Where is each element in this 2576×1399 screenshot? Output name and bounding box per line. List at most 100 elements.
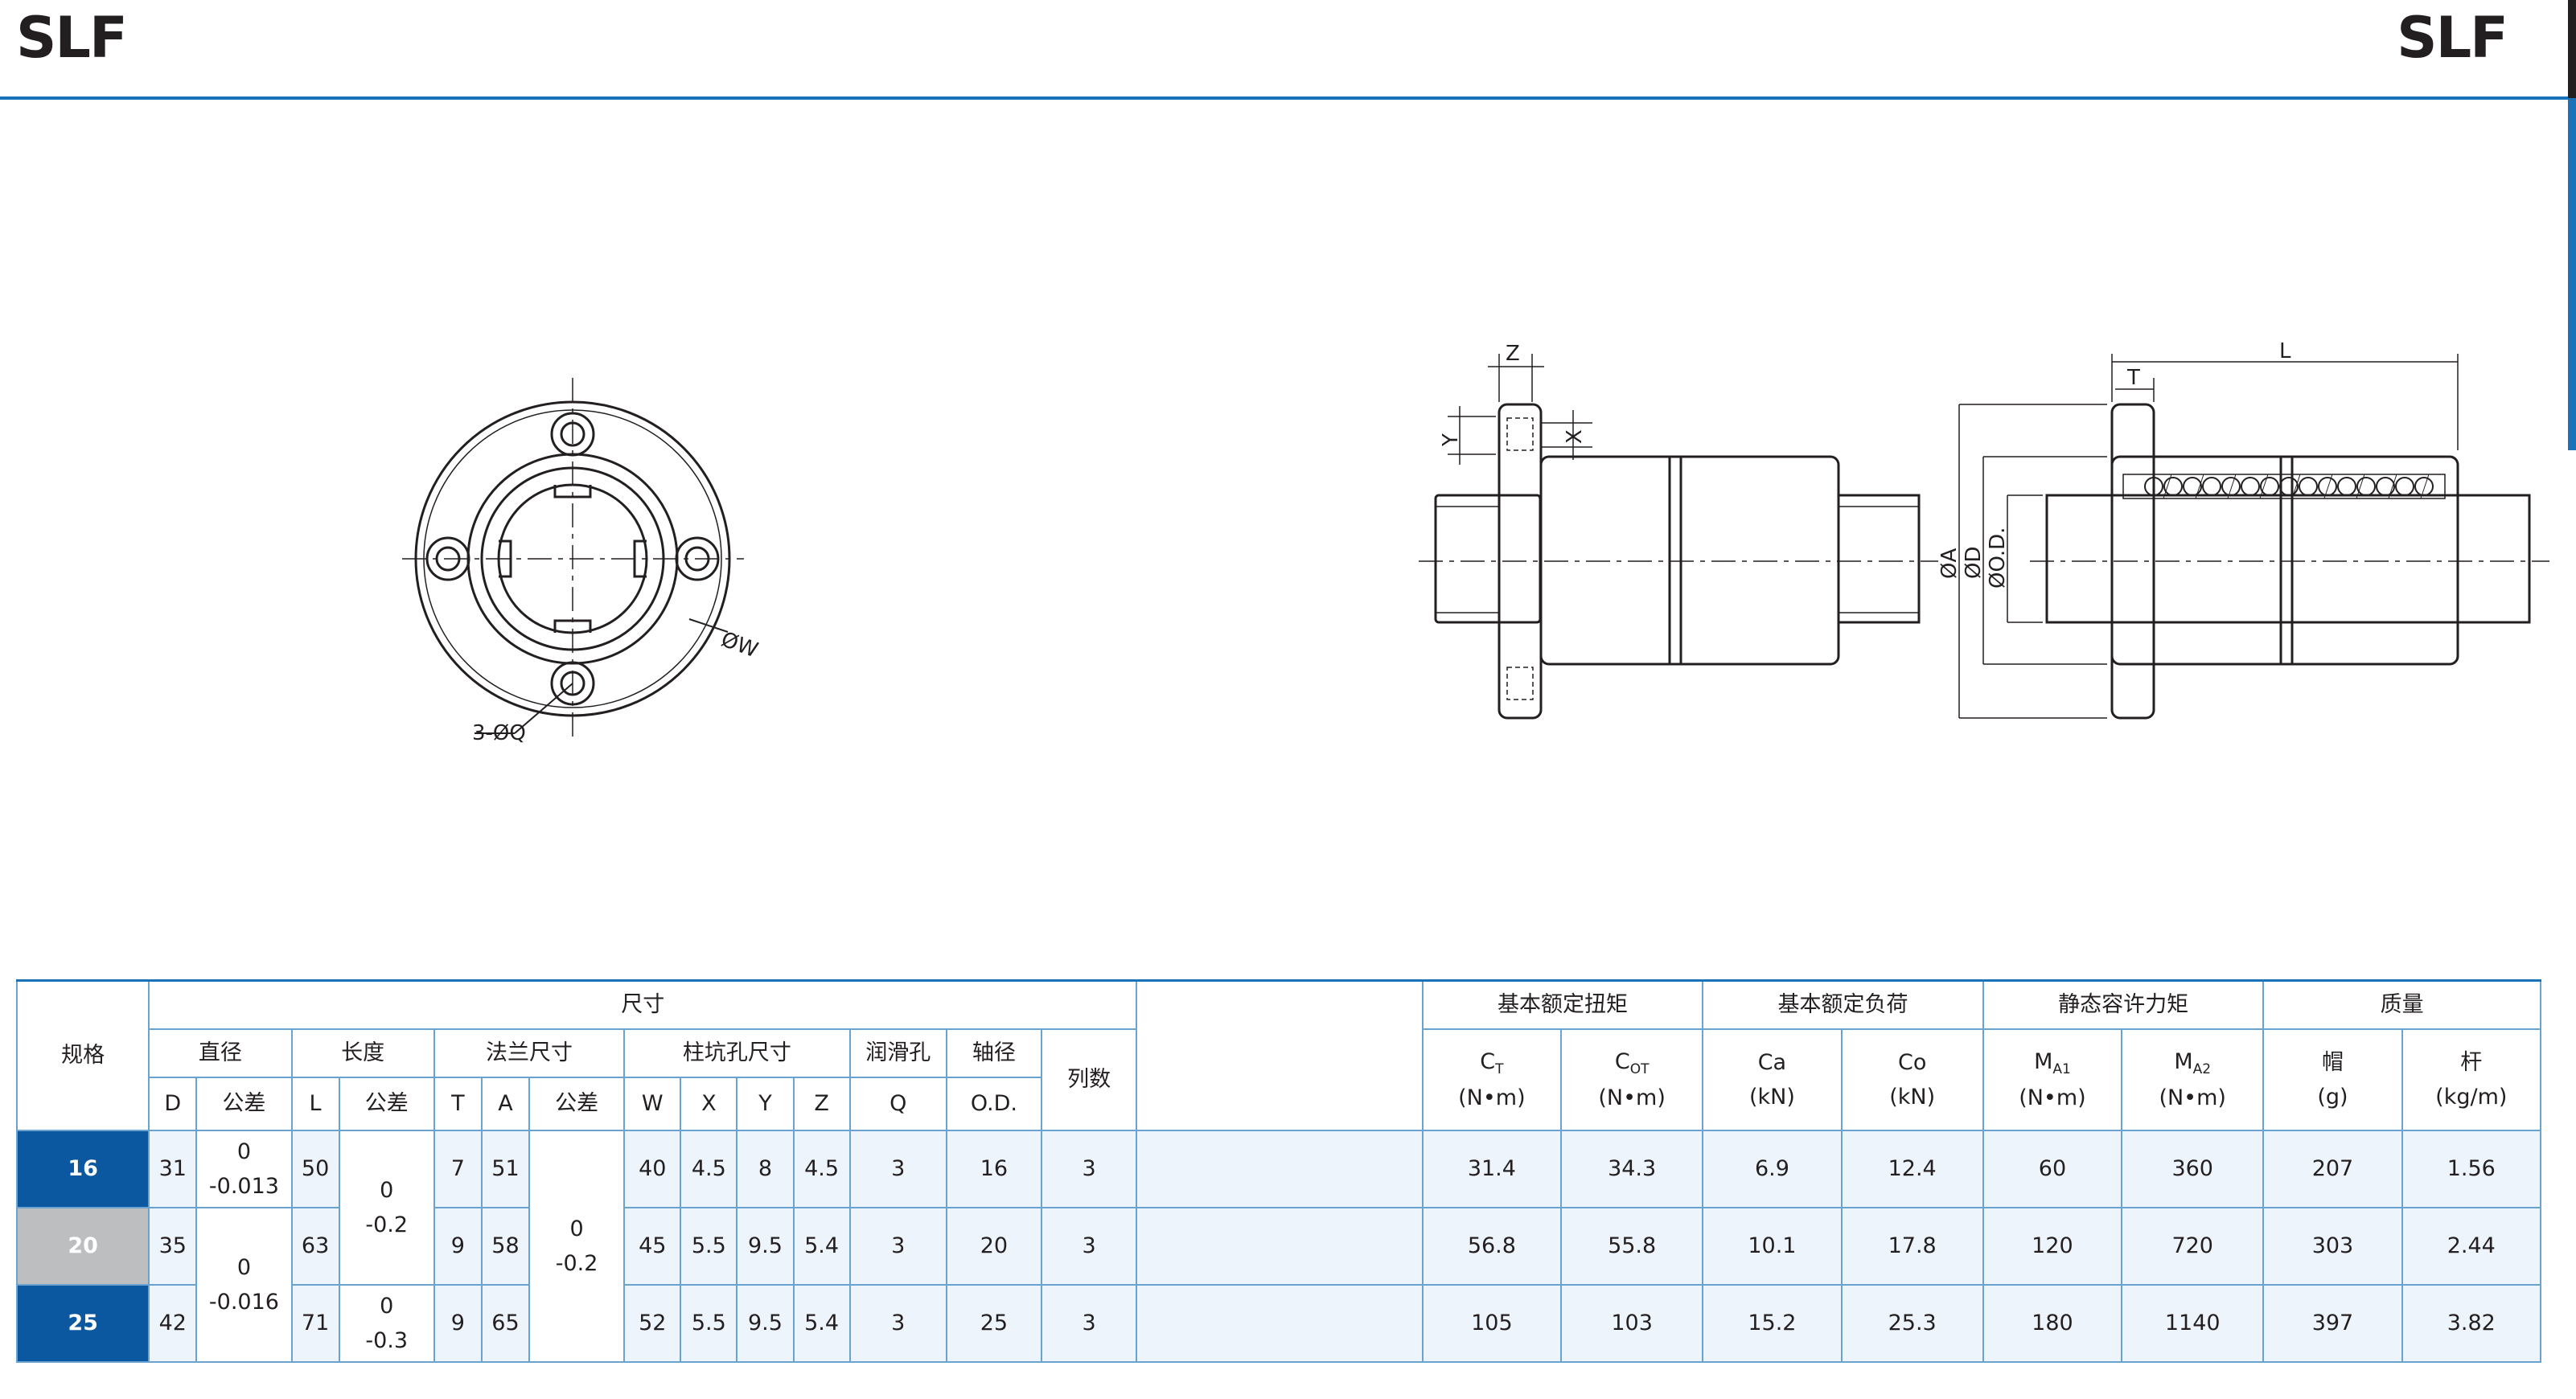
cell-cap: 303 bbox=[2262, 1207, 2403, 1286]
spec-table: 规格 尺寸 基本额定扭矩 基本额定负荷 静态容许力矩 质量 直径 长度 法兰尺寸… bbox=[15, 979, 2542, 1363]
cell-ct: 105 bbox=[1421, 1284, 1563, 1363]
cell-co: 25.3 bbox=[1840, 1284, 1984, 1363]
table-row: 16 31 0-0.013 50 0-0.2 7 51 0-0.2 40 4.5… bbox=[15, 1130, 2542, 1363]
cell-d-tol: 0-0.016 bbox=[195, 1207, 293, 1363]
cell-ct: 56.8 bbox=[1421, 1207, 1563, 1286]
cell-od: 20 bbox=[945, 1207, 1043, 1286]
col-d: D bbox=[148, 1077, 198, 1131]
cell-ma2: 1140 bbox=[2121, 1284, 2265, 1363]
header-diameter: 直径 bbox=[148, 1028, 293, 1078]
side-label-x: X bbox=[1563, 429, 1587, 444]
cell-ma1: 120 bbox=[1982, 1207, 2123, 1286]
header-lube: 润滑孔 bbox=[848, 1028, 947, 1078]
header-rule bbox=[0, 96, 2576, 100]
cell-l: 50 bbox=[290, 1130, 340, 1208]
cell-z: 4.5 bbox=[792, 1130, 851, 1208]
cell-rows: 3 bbox=[1040, 1284, 1138, 1363]
cell-a: 65 bbox=[480, 1284, 531, 1363]
col-q: Q bbox=[848, 1077, 947, 1131]
section-label-od: ØO.D. bbox=[1986, 527, 2010, 589]
header-cap: 帽(g) bbox=[2262, 1028, 2403, 1131]
cell-ca: 15.2 bbox=[1702, 1284, 1843, 1363]
col-l: L bbox=[290, 1077, 340, 1131]
cell-l: 63 bbox=[290, 1207, 340, 1286]
col-x: X bbox=[680, 1077, 738, 1131]
cell-l-tol: 0-0.2 bbox=[338, 1130, 435, 1286]
col-w: W bbox=[623, 1077, 682, 1131]
header-co: Co(kN) bbox=[1840, 1028, 1984, 1131]
header-shaft: 轴径 bbox=[945, 1028, 1043, 1078]
cell-blank bbox=[1136, 1130, 1424, 1208]
header-moment: 静态容许力矩 bbox=[1982, 979, 2265, 1030]
cell-blank bbox=[1136, 1284, 1424, 1363]
cell-co: 12.4 bbox=[1840, 1130, 1984, 1208]
cell-cot: 103 bbox=[1560, 1284, 1704, 1363]
col-od: O.D. bbox=[945, 1077, 1043, 1131]
header-blank bbox=[1136, 979, 1424, 1131]
page-title-right: SLF bbox=[2397, 5, 2508, 71]
header-torque: 基本额定扭矩 bbox=[1421, 979, 1704, 1030]
side-view-drawing bbox=[1419, 354, 1938, 720]
cell-ca: 10.1 bbox=[1702, 1207, 1843, 1286]
cell-ma2: 360 bbox=[2121, 1130, 2265, 1208]
cell-rod: 2.44 bbox=[2401, 1207, 2542, 1286]
header-ca: Ca(kN) bbox=[1702, 1028, 1843, 1131]
cell-cot: 55.8 bbox=[1560, 1207, 1704, 1286]
cell-od: 16 bbox=[945, 1130, 1043, 1208]
cell-co: 17.8 bbox=[1840, 1207, 1984, 1286]
cell-d: 31 bbox=[148, 1130, 198, 1208]
col-flange-tol: 公差 bbox=[528, 1077, 626, 1131]
section-label-d: ØD bbox=[1962, 547, 1986, 580]
col-d-tol: 公差 bbox=[195, 1077, 293, 1131]
cell-rod: 1.56 bbox=[2401, 1130, 2542, 1208]
cell-ct: 31.4 bbox=[1421, 1130, 1563, 1208]
cell-l: 71 bbox=[290, 1284, 340, 1363]
header-length: 长度 bbox=[290, 1028, 435, 1078]
header-rows: 列数 bbox=[1040, 1028, 1138, 1131]
cell-t: 9 bbox=[433, 1284, 483, 1363]
section-label-t: T bbox=[2126, 366, 2140, 390]
side-label-y: Y bbox=[1439, 433, 1463, 447]
front-label-q: 3-ØQ bbox=[472, 721, 526, 745]
col-t: T bbox=[433, 1077, 483, 1131]
cell-d: 42 bbox=[148, 1284, 198, 1363]
header-rod: 杆(kg/m) bbox=[2401, 1028, 2542, 1131]
cell-d-tol: 0-0.013 bbox=[195, 1130, 293, 1208]
page-title-left: SLF bbox=[16, 5, 128, 71]
header-counterbore: 柱坑孔尺寸 bbox=[623, 1028, 851, 1078]
cell-x: 5.5 bbox=[680, 1207, 738, 1286]
cell-ca: 6.9 bbox=[1702, 1130, 1843, 1208]
col-y: Y bbox=[736, 1077, 795, 1131]
cell-ma2: 720 bbox=[2121, 1207, 2265, 1286]
cell-t: 9 bbox=[433, 1207, 483, 1286]
section-label-a: ØA bbox=[1937, 548, 1962, 579]
model-20: 20 bbox=[15, 1207, 150, 1286]
cell-l-tol: 0-0.3 bbox=[338, 1284, 435, 1363]
cell-a: 51 bbox=[480, 1130, 531, 1208]
cell-ma1: 180 bbox=[1982, 1284, 2123, 1363]
header-ct: CT(N•m) bbox=[1421, 1028, 1563, 1131]
cell-ma1: 60 bbox=[1982, 1130, 2123, 1208]
header-ma2: MA2(N•m) bbox=[2121, 1028, 2265, 1131]
table-row: 20 35 0-0.016 63 9 58 45 5.5 9.5 5.4 3 2… bbox=[15, 1207, 2542, 1363]
cell-blank bbox=[1136, 1207, 1424, 1286]
cell-cap: 207 bbox=[2262, 1130, 2403, 1208]
cell-z: 5.4 bbox=[792, 1284, 851, 1363]
header-flange: 法兰尺寸 bbox=[433, 1028, 626, 1078]
section-label-l: L bbox=[2279, 339, 2291, 363]
cell-w: 40 bbox=[623, 1130, 682, 1208]
table-row: 25 42 71 0-0.3 9 65 52 5.5 9.5 5.4 3 25 … bbox=[15, 1284, 2542, 1363]
model-16: 16 bbox=[15, 1130, 150, 1208]
cell-rod: 3.82 bbox=[2401, 1284, 2542, 1363]
cell-z: 5.4 bbox=[792, 1207, 851, 1286]
cell-rows: 3 bbox=[1040, 1207, 1138, 1286]
cell-cap: 397 bbox=[2262, 1284, 2403, 1363]
header-mass: 质量 bbox=[2262, 979, 2541, 1030]
cell-flange-tol: 0-0.2 bbox=[528, 1130, 626, 1363]
col-z: Z bbox=[792, 1077, 851, 1131]
header-cot: COT(N•m) bbox=[1560, 1028, 1704, 1131]
section-view-drawing bbox=[1958, 354, 2549, 720]
front-label-w: ØW bbox=[718, 627, 762, 663]
header-dimensions: 尺寸 bbox=[148, 979, 1138, 1030]
page-edge-tab-blue bbox=[2568, 98, 2576, 450]
